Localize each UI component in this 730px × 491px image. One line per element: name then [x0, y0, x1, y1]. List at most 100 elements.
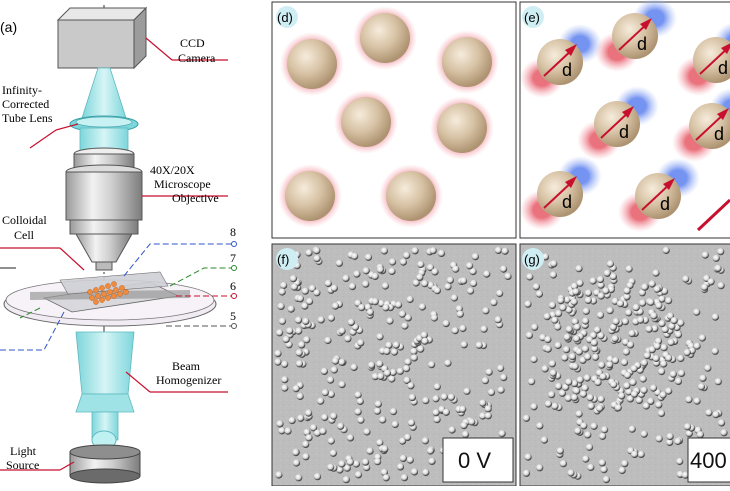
- micro-particle: [444, 283, 452, 291]
- micro-particle: [330, 366, 338, 374]
- micro-particle: [430, 314, 438, 322]
- micro-particle: [352, 460, 360, 468]
- micro-particle: [711, 347, 719, 355]
- micro-particle: [567, 469, 575, 477]
- panel-g-badge: [522, 248, 544, 270]
- panel-e: (e) d d d: [519, 0, 730, 239]
- panel-d: (d): [271, 1, 517, 239]
- micro-particle: [618, 392, 626, 400]
- micro-particle: [305, 249, 313, 257]
- micro-particle: [635, 396, 643, 404]
- micro-particle: [400, 474, 409, 482]
- micro-particle: [450, 294, 458, 302]
- micro-particle: [565, 306, 573, 314]
- field-arrow: [696, 198, 730, 232]
- micro-particle: [701, 251, 709, 259]
- micro-particle: [410, 354, 418, 362]
- micro-particle: [712, 411, 720, 419]
- micro-particle: [522, 469, 531, 477]
- cell-label-2: Cell: [14, 228, 35, 242]
- micro-particle: [551, 316, 559, 324]
- micro-particle: [544, 345, 552, 353]
- micro-particle: [389, 368, 397, 377]
- micro-particle: [294, 316, 303, 324]
- micro-particle: [653, 285, 661, 293]
- micro-particle: [455, 305, 463, 313]
- micro-particle: [297, 414, 305, 422]
- micro-particle: [684, 423, 692, 431]
- micro-particle: [596, 311, 605, 319]
- micro-particle: [637, 450, 645, 458]
- micro-particle: [274, 350, 282, 358]
- micro-particle: [426, 447, 435, 455]
- micro-particle: [599, 373, 607, 381]
- micro-particle: [647, 397, 655, 405]
- micro-particle: [661, 287, 669, 295]
- micro-particle: [403, 251, 411, 260]
- micro-particle: [382, 304, 390, 312]
- micro-particle: [442, 408, 450, 416]
- micro-particle: [628, 425, 636, 433]
- micro-particle: [313, 247, 321, 255]
- micro-particle: [406, 295, 414, 304]
- micro-particle: [650, 312, 658, 320]
- micro-particle: [440, 393, 448, 401]
- micro-particle: [287, 305, 295, 313]
- micro-particle: [592, 353, 600, 361]
- micro-particle: [399, 437, 407, 445]
- micro-particle: [640, 430, 648, 438]
- micro-particle: [559, 460, 568, 468]
- micro-particle: [640, 386, 648, 394]
- micro-particle: [579, 390, 588, 398]
- micro-particle: [674, 377, 683, 385]
- micro-particle: [416, 273, 424, 281]
- micro-particle: [714, 264, 722, 272]
- micro-particle: [652, 354, 660, 363]
- micro-particle: [460, 341, 468, 349]
- micro-particle: [295, 349, 303, 357]
- micro-particle: [658, 368, 666, 376]
- particles-d: [278, 6, 499, 228]
- micro-particle: [374, 400, 382, 408]
- micro-particle: [556, 447, 564, 455]
- micro-particle: [666, 438, 674, 446]
- micro-particle: [422, 468, 430, 477]
- micro-particle: [327, 390, 335, 398]
- micro-particle: [292, 385, 300, 393]
- micro-particle: [561, 354, 569, 362]
- micro-particle: [324, 336, 332, 345]
- micro-particle: [461, 430, 470, 439]
- micro-particle: [665, 354, 673, 362]
- objective-label-2: Objective: [172, 191, 219, 205]
- micro-particle: [606, 361, 614, 369]
- micro-particle: [660, 344, 668, 352]
- micro-particle: [276, 420, 284, 428]
- micro-particle: [558, 389, 567, 397]
- micro-particle: [460, 422, 468, 430]
- micro-particle: [479, 399, 487, 407]
- micro-particle: [351, 252, 359, 260]
- source-label-1: Light: [10, 444, 37, 458]
- micro-particle: [548, 360, 557, 368]
- micro-particle: [364, 253, 373, 261]
- micro-particle: [685, 430, 693, 438]
- micro-particle: [275, 471, 283, 479]
- micro-particle: [285, 341, 293, 349]
- ccd-camera-icon: [56, 6, 148, 70]
- micro-particle: [354, 471, 363, 479]
- micro-particle: [674, 331, 683, 339]
- micro-particle: [571, 380, 579, 388]
- micro-particle: [308, 284, 316, 293]
- micro-particle: [386, 317, 394, 325]
- lens-icon: [69, 115, 139, 151]
- micro-particle: [589, 277, 597, 285]
- micro-particle: [667, 338, 675, 347]
- micro-particle: [528, 378, 536, 386]
- micro-particle: [354, 391, 362, 399]
- micro-particle: [693, 342, 701, 350]
- marker-6: 6: [230, 279, 236, 293]
- micro-particle: [467, 287, 475, 295]
- micro-particle: [655, 435, 663, 443]
- micro-particle: [295, 360, 304, 368]
- micro-particle: [620, 358, 629, 367]
